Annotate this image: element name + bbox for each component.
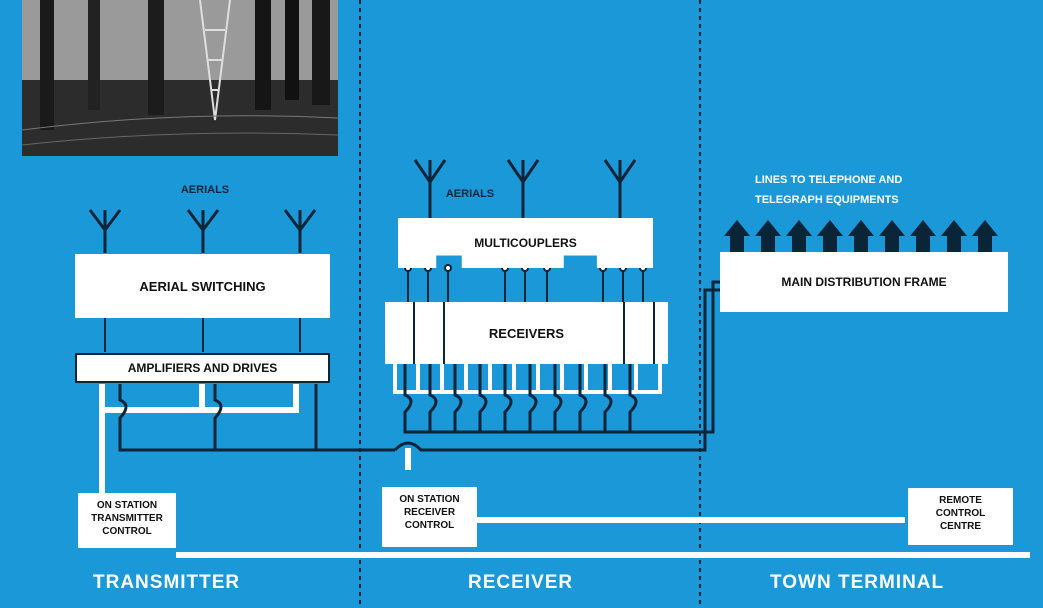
remote-control-centre: REMOTE CONTROL CENTRE bbox=[908, 488, 1013, 545]
lines-label-line-1: LINES TO TELEPHONE AND bbox=[755, 170, 980, 190]
multicouplers-box: MULTICOUPLERS bbox=[398, 218, 653, 268]
on-station-receiver-control: ON STATION RECEIVER CONTROL bbox=[382, 487, 477, 547]
transmitter-control-line-2: TRANSMITTER bbox=[78, 512, 176, 525]
receiver-aerials-label: AERIALS bbox=[440, 188, 500, 200]
remote-line-2: CONTROL bbox=[908, 507, 1013, 520]
town-terminal-section-label: TOWN TERMINAL bbox=[770, 572, 944, 594]
transmitter-connectors bbox=[105, 318, 300, 352]
lines-label-line-2: TELEGRAPH EQUIPMENTS bbox=[755, 190, 980, 210]
aerial-masts-photo bbox=[22, 0, 338, 156]
receivers-box: RECEIVERS bbox=[385, 302, 668, 364]
transmitter-control-line-3: CONTROL bbox=[78, 525, 176, 538]
lines-to-telephone-label: LINES TO TELEPHONE AND TELEGRAPH EQUIPME… bbox=[755, 170, 980, 210]
receiver-control-line-2: RECEIVER bbox=[382, 506, 477, 519]
receiver-section-label: RECEIVER bbox=[468, 572, 573, 594]
transmitter-section-label: TRANSMITTER bbox=[93, 572, 240, 594]
amplifiers-and-drives-box: AMPLIFIERS AND DRIVES bbox=[75, 353, 330, 383]
receiver-control-line-3: CONTROL bbox=[382, 519, 477, 532]
remote-line-3: CENTRE bbox=[908, 520, 1013, 533]
multicoupler-pins bbox=[405, 265, 646, 302]
transmitter-aerial-icons bbox=[90, 210, 315, 253]
telephone-line-arrows bbox=[724, 220, 998, 252]
remote-line-1: REMOTE bbox=[908, 494, 1013, 507]
aerial-switching-box: AERIAL SWITCHING bbox=[75, 254, 330, 318]
main-distribution-frame-box: MAIN DISTRIBUTION FRAME bbox=[720, 252, 1008, 312]
transmitter-control-line-1: ON STATION bbox=[78, 499, 176, 512]
on-station-transmitter-control: ON STATION TRANSMITTER CONTROL bbox=[78, 493, 176, 548]
transmitter-white-drive-lines bbox=[102, 384, 1030, 555]
receiver-control-line-1: ON STATION bbox=[382, 493, 477, 506]
transmitter-aerials-label: AERIALS bbox=[160, 184, 250, 196]
